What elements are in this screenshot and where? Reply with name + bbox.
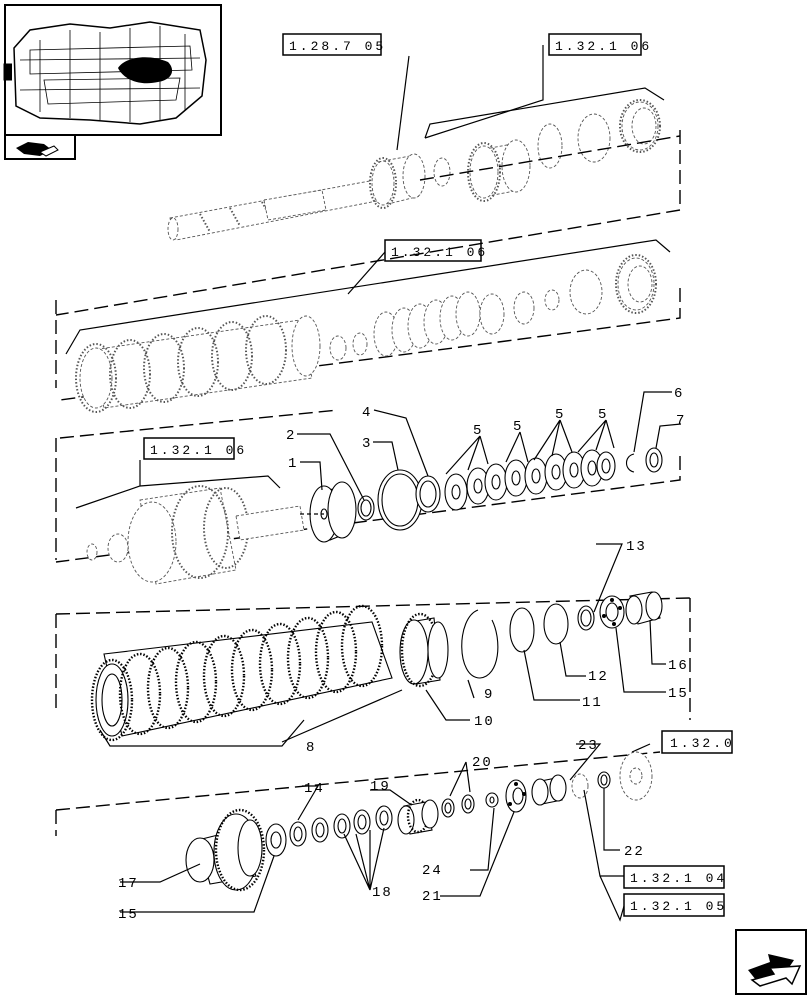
clutch-ring xyxy=(619,99,661,153)
ref-box-1[interactable]: 1.28.7 05 xyxy=(282,33,386,56)
callout-5d: 5 xyxy=(598,407,608,423)
part-22-washer[interactable] xyxy=(597,771,611,789)
ref-box-5[interactable]: 1.32.0 xyxy=(661,730,735,754)
callout-16: 16 xyxy=(668,658,689,674)
leader-lines xyxy=(99,391,682,922)
part-12-ring[interactable] xyxy=(543,603,569,645)
part-5-spring-washers[interactable] xyxy=(444,449,616,511)
part-17-gear[interactable] xyxy=(185,808,266,892)
svg-text:1.28.7 05: 1.28.7 05 xyxy=(289,39,386,54)
upper-bearing xyxy=(615,254,657,314)
part-1-piston[interactable] xyxy=(309,481,357,543)
callout-11: 11 xyxy=(582,695,603,711)
section-2-clutch-pack xyxy=(55,239,681,413)
callout-1: 1 xyxy=(288,456,298,472)
part-6-snap-ring[interactable] xyxy=(625,453,635,473)
part-7-washer[interactable] xyxy=(645,447,663,473)
part-9-circlip[interactable] xyxy=(461,609,499,679)
part-navigation-icon[interactable] xyxy=(16,142,59,157)
callout-21: 21 xyxy=(422,889,443,905)
callout-4: 4 xyxy=(362,405,372,421)
drive-gear xyxy=(467,139,531,202)
shaft-gear xyxy=(369,153,426,209)
ref-box-7[interactable]: 1.32.1 05 xyxy=(623,893,727,917)
callout-2: 2 xyxy=(286,428,296,444)
part-15-bearing[interactable] xyxy=(599,595,625,629)
piston-rings xyxy=(373,291,505,357)
callout-labels: 2 1 3 4 5 5 5 5 6 7 8 9 10 11 12 13 15 1… xyxy=(118,386,689,923)
callout-9: 9 xyxy=(484,687,494,703)
section-1-shaft xyxy=(55,45,681,316)
ref-box-6[interactable]: 1.32.1 04 xyxy=(623,865,727,889)
svg-text:1.32.0: 1.32.0 xyxy=(670,736,735,751)
section-3-piston xyxy=(55,409,681,585)
part-19-roller-bearing[interactable] xyxy=(397,798,439,835)
part-11-ring[interactable] xyxy=(509,607,535,653)
ref-box-3[interactable]: 1.32.1 06 xyxy=(384,239,488,262)
clutch-disc-stack-lower xyxy=(90,604,393,742)
callout-14: 14 xyxy=(304,781,325,797)
callout-22: 22 xyxy=(624,844,645,860)
svg-text:1.32.1 05: 1.32.1 05 xyxy=(630,899,727,914)
part-20-washers[interactable] xyxy=(441,794,475,818)
part-18-washers[interactable] xyxy=(311,805,393,843)
callout-23: 23 xyxy=(578,738,599,754)
part-21-bearing[interactable] xyxy=(505,779,527,813)
part-24-ring[interactable] xyxy=(485,792,499,808)
callout-18: 18 xyxy=(372,885,393,901)
part-4-ring[interactable] xyxy=(415,475,441,513)
callout-17: 17 xyxy=(118,876,139,892)
part-14-washer[interactable] xyxy=(289,821,307,847)
callout-13: 13 xyxy=(626,539,647,555)
hub-assembly xyxy=(86,485,305,585)
part-10-gear[interactable] xyxy=(399,612,449,688)
part-16-sleeve[interactable] xyxy=(625,591,663,625)
callout-15b: 15 xyxy=(118,907,139,923)
part-23-sleeve[interactable] xyxy=(531,774,567,806)
callout-5c: 5 xyxy=(555,407,565,423)
callout-5a: 5 xyxy=(473,423,483,439)
callout-12: 12 xyxy=(588,669,609,685)
output-shaft xyxy=(167,179,383,241)
section-5-gear xyxy=(55,751,661,892)
callout-15a: 15 xyxy=(668,686,689,702)
callout-6: 6 xyxy=(674,386,684,402)
callout-8: 8 xyxy=(306,740,316,756)
callout-7: 7 xyxy=(676,413,686,429)
part-15-bearing-lower[interactable] xyxy=(265,823,287,857)
callout-5b: 5 xyxy=(513,419,523,435)
callout-3: 3 xyxy=(362,436,372,452)
part-13-ring[interactable] xyxy=(577,605,595,631)
svg-text:1.32.1 06: 1.32.1 06 xyxy=(555,39,652,54)
callout-24: 24 xyxy=(422,863,443,879)
transmission-overview-icon[interactable] xyxy=(3,4,222,160)
callout-20: 20 xyxy=(472,755,493,771)
svg-text:1.32.1 06: 1.32.1 06 xyxy=(150,443,247,458)
callout-10: 10 xyxy=(474,714,495,730)
callout-19: 19 xyxy=(370,779,391,795)
transmission-silhouette xyxy=(3,21,207,125)
part-2-oring[interactable] xyxy=(357,495,375,521)
ref-box-2[interactable]: 1.32.1 06 xyxy=(548,33,652,56)
next-page-arrow-icon[interactable] xyxy=(735,929,807,995)
svg-text:1.32.1 06: 1.32.1 06 xyxy=(391,245,488,260)
clutch-disc-stack-upper xyxy=(75,315,321,413)
part-3-seal[interactable] xyxy=(377,469,423,531)
section-4-discs xyxy=(55,591,691,742)
svg-text:1.32.1 04: 1.32.1 04 xyxy=(630,871,727,886)
ref-box-4[interactable]: 1.32.1 06 xyxy=(143,437,247,460)
